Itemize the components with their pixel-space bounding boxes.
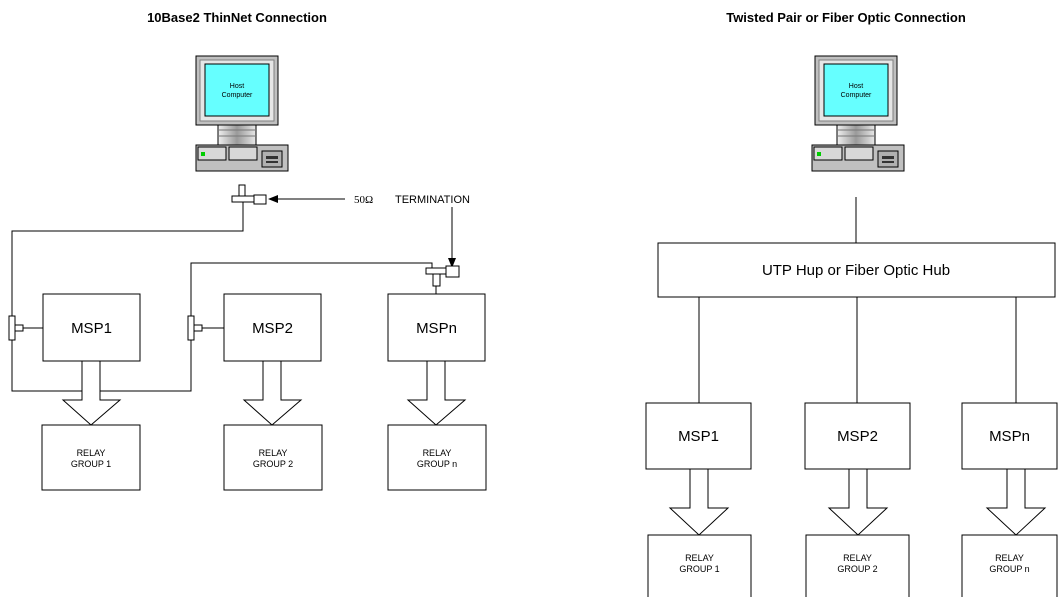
right-msp1-box: MSP1 [645,402,752,470]
left-relay1-line2: GROUP 1 [71,459,111,469]
monitor-icon: Host Computer [814,55,898,146]
right-relayn-line1: RELAY [995,553,1024,563]
right-mspn-label: MSPn [989,428,1030,445]
right-relay-group-n: RELAY GROUP n [961,534,1058,597]
right-diagram-title: Twisted Pair or Fiber Optic Connection [726,10,966,25]
left-relayn-line2: GROUP n [417,459,457,469]
left-host-label-line1: Host [230,83,244,90]
left-relay-group-1: RELAY GROUP 1 [41,424,141,491]
right-relay-group-1: RELAY GROUP 1 [647,534,752,597]
right-msp2-label: MSP2 [837,428,878,445]
right-msp1-label: MSP1 [678,428,719,445]
left-msp2-label: MSP2 [252,320,293,337]
block-arrow-down-icon [242,360,303,426]
arrow-down-icon [448,258,456,268]
hub-label: UTP Hup or Fiber Optic Hub [762,262,950,279]
block-arrow-down-icon [827,468,889,536]
left-mspn-label: MSPn [416,320,457,337]
right-relay1-line2: GROUP 1 [679,564,719,574]
termination-label: TERMINATION [395,194,470,206]
host-t-connector-icon [231,184,267,205]
left-relay-group-2: RELAY GROUP 2 [223,424,323,491]
monitor-icon: Host Computer [195,55,279,146]
left-relay2-line1: RELAY [259,448,288,458]
right-relay2-line2: GROUP 2 [837,564,877,574]
block-arrow-down-icon [406,360,467,426]
arrow-left-icon [268,195,278,203]
mspn-t-connector-icon [425,265,460,294]
left-msp1-box: MSP1 [42,293,141,362]
left-host-label-line2: Computer [222,92,253,99]
left-msp2-box: MSP2 [223,293,322,362]
right-msp2-box: MSP2 [804,402,911,470]
left-diagram-title: 10Base2 ThinNet Connection [147,10,327,25]
right-relay-group-2: RELAY GROUP 2 [805,534,910,597]
right-relay1-line1: RELAY [685,553,714,563]
right-host-computer: Host Computer [811,55,905,172]
left-relay-group-n: RELAY GROUP n [387,424,487,491]
left-relay2-line2: GROUP 2 [253,459,293,469]
left-relayn-line1: RELAY [423,448,452,458]
right-mspn-box: MSPn [961,402,1058,470]
block-arrow-down-icon [61,360,122,426]
right-relayn-line2: GROUP n [989,564,1029,574]
left-host-computer: Host Computer [195,55,289,172]
msp1-t-connector-icon [8,315,43,341]
msp2-t-connector-icon [187,315,224,341]
left-msp1-label: MSP1 [71,320,112,337]
block-arrow-down-icon [985,468,1047,536]
system-unit-icon [811,144,905,172]
block-arrow-down-icon [668,468,730,536]
right-host-label-line2: Computer [841,92,872,99]
left-relay1-line1: RELAY [77,448,106,458]
right-host-label-line1: Host [849,83,863,90]
right-relay2-line1: RELAY [843,553,872,563]
system-unit-icon [195,144,289,172]
ohm-label: 50Ω [354,194,373,206]
left-mspn-box: MSPn [387,293,486,362]
hub-box: UTP Hup or Fiber Optic Hub [657,242,1056,298]
